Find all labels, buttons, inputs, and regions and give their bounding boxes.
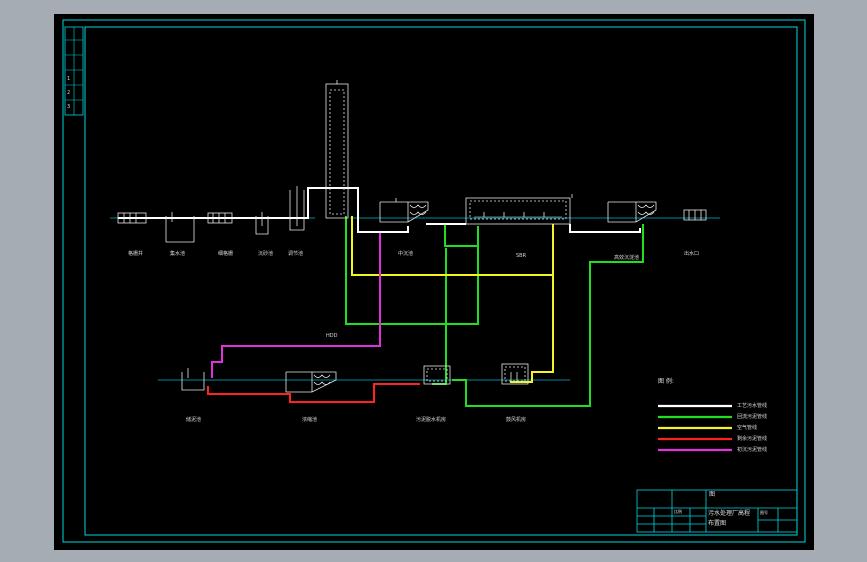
primary-clarifier-unit (379, 198, 429, 223)
legend-swatches (658, 404, 732, 452)
label-pipe-hdd: HDD (326, 333, 338, 339)
side-strip-num-1: 1 (67, 76, 71, 82)
label-primary-clarifier: 中沉池 (398, 251, 414, 257)
label-outlet: 出水口 (684, 251, 700, 257)
label-blower: 鼓风机房 (506, 417, 527, 423)
legend-label-return: 回流污泥管线 (737, 414, 768, 420)
regulating-tank-unit (289, 186, 305, 231)
legend-title: 图 例: (658, 378, 674, 385)
label-sludge-tank: 储泥池 (186, 417, 202, 423)
process-water-pipeline (118, 187, 641, 233)
legend-label-excess: 剩余污泥管线 (737, 436, 768, 442)
thickener-unit (285, 371, 337, 393)
outlet-unit (683, 209, 707, 221)
secondary-clarifier-unit (607, 201, 657, 223)
legend-label-primary: 初沉污泥管线 (737, 447, 768, 453)
drawing-sheet (54, 14, 814, 550)
title-block-scale: 比例 (674, 509, 682, 514)
title-block-mark: 图 (709, 491, 716, 498)
label-thickener: 浓缩池 (302, 417, 318, 423)
air-pipeline (351, 216, 554, 383)
label-grit-chamber: 沉砂池 (258, 251, 274, 257)
dewatering-unit (423, 365, 451, 385)
primary-sludge-pipeline (211, 232, 381, 378)
outer-border (62, 19, 806, 543)
title-block-sheet: 图号 (760, 510, 768, 515)
drawing-subtitle: 布置图 (708, 520, 727, 527)
sump-unit (165, 212, 195, 243)
side-strip-num-2: 2 (67, 90, 71, 96)
sbr-unit (465, 194, 573, 225)
label-sbr: SBR (516, 253, 527, 259)
inner-border (84, 26, 798, 536)
legend-label-air: 空气管线 (737, 425, 758, 431)
grit-chamber-unit (255, 212, 269, 235)
fine-screen-unit (207, 212, 233, 224)
blower-unit (501, 363, 529, 385)
legend-label-process: 工艺污水管线 (737, 403, 768, 409)
tall-tower-unit (325, 80, 349, 219)
label-regulating-tank: 调节池 (288, 251, 304, 257)
drawing-title: 污水处理厂高程 (708, 510, 751, 517)
label-secondary-clarifier: 高效沉淀池 (614, 255, 640, 261)
sludge-tank-unit (181, 368, 205, 391)
label-grit-well: 格栅井 (128, 251, 144, 257)
side-strip-num-3: 3 (67, 104, 71, 110)
label-fine-screen: 细格栅 (218, 251, 234, 257)
excess-sludge-pipeline (207, 383, 420, 403)
side-strip (64, 26, 84, 116)
title-block-frame (636, 489, 798, 533)
label-dewatering: 污泥脱水机房 (416, 417, 447, 423)
grit-well-unit (117, 212, 147, 224)
label-sump: 集水池 (170, 251, 186, 257)
